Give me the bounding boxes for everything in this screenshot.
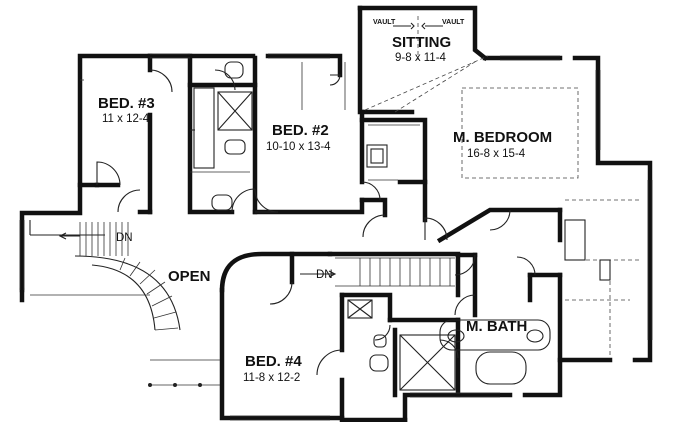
room-labels: BED. #3 11 x 12-4 BED. #2 10-10 x 13-4 S… bbox=[98, 19, 552, 384]
master-bedroom-name: M. BEDROOM bbox=[453, 129, 552, 146]
bed4-name: BED. #4 bbox=[245, 353, 302, 370]
left-stair bbox=[29, 220, 220, 387]
open-name: OPEN bbox=[168, 268, 211, 285]
vault-left: VAULT bbox=[373, 19, 396, 26]
bed2-name: BED. #2 bbox=[272, 122, 329, 139]
bed2-dims: 10-10 x 13-4 bbox=[266, 141, 331, 153]
sitting-dims: 9-8 x 11-4 bbox=[395, 52, 447, 64]
windows bbox=[19, 53, 653, 421]
master-bath-name: M. BATH bbox=[466, 318, 527, 335]
master-bedroom-dims: 16-8 x 15-4 bbox=[467, 148, 526, 160]
doors bbox=[96, 69, 536, 376]
vault-right: VAULT bbox=[442, 19, 465, 26]
interior-walls bbox=[94, 53, 563, 398]
bed3-dims: 11 x 12-4 bbox=[102, 113, 150, 125]
bed3-name: BED. #3 bbox=[98, 95, 155, 112]
stair-dn-center: DN bbox=[316, 269, 333, 281]
center-stair bbox=[300, 257, 455, 287]
fixtures bbox=[190, 16, 640, 391]
stair-dn-left: DN bbox=[116, 232, 133, 244]
sitting-name: SITTING bbox=[392, 34, 451, 51]
bed4-dims: 11-8 x 12-2 bbox=[243, 372, 300, 384]
